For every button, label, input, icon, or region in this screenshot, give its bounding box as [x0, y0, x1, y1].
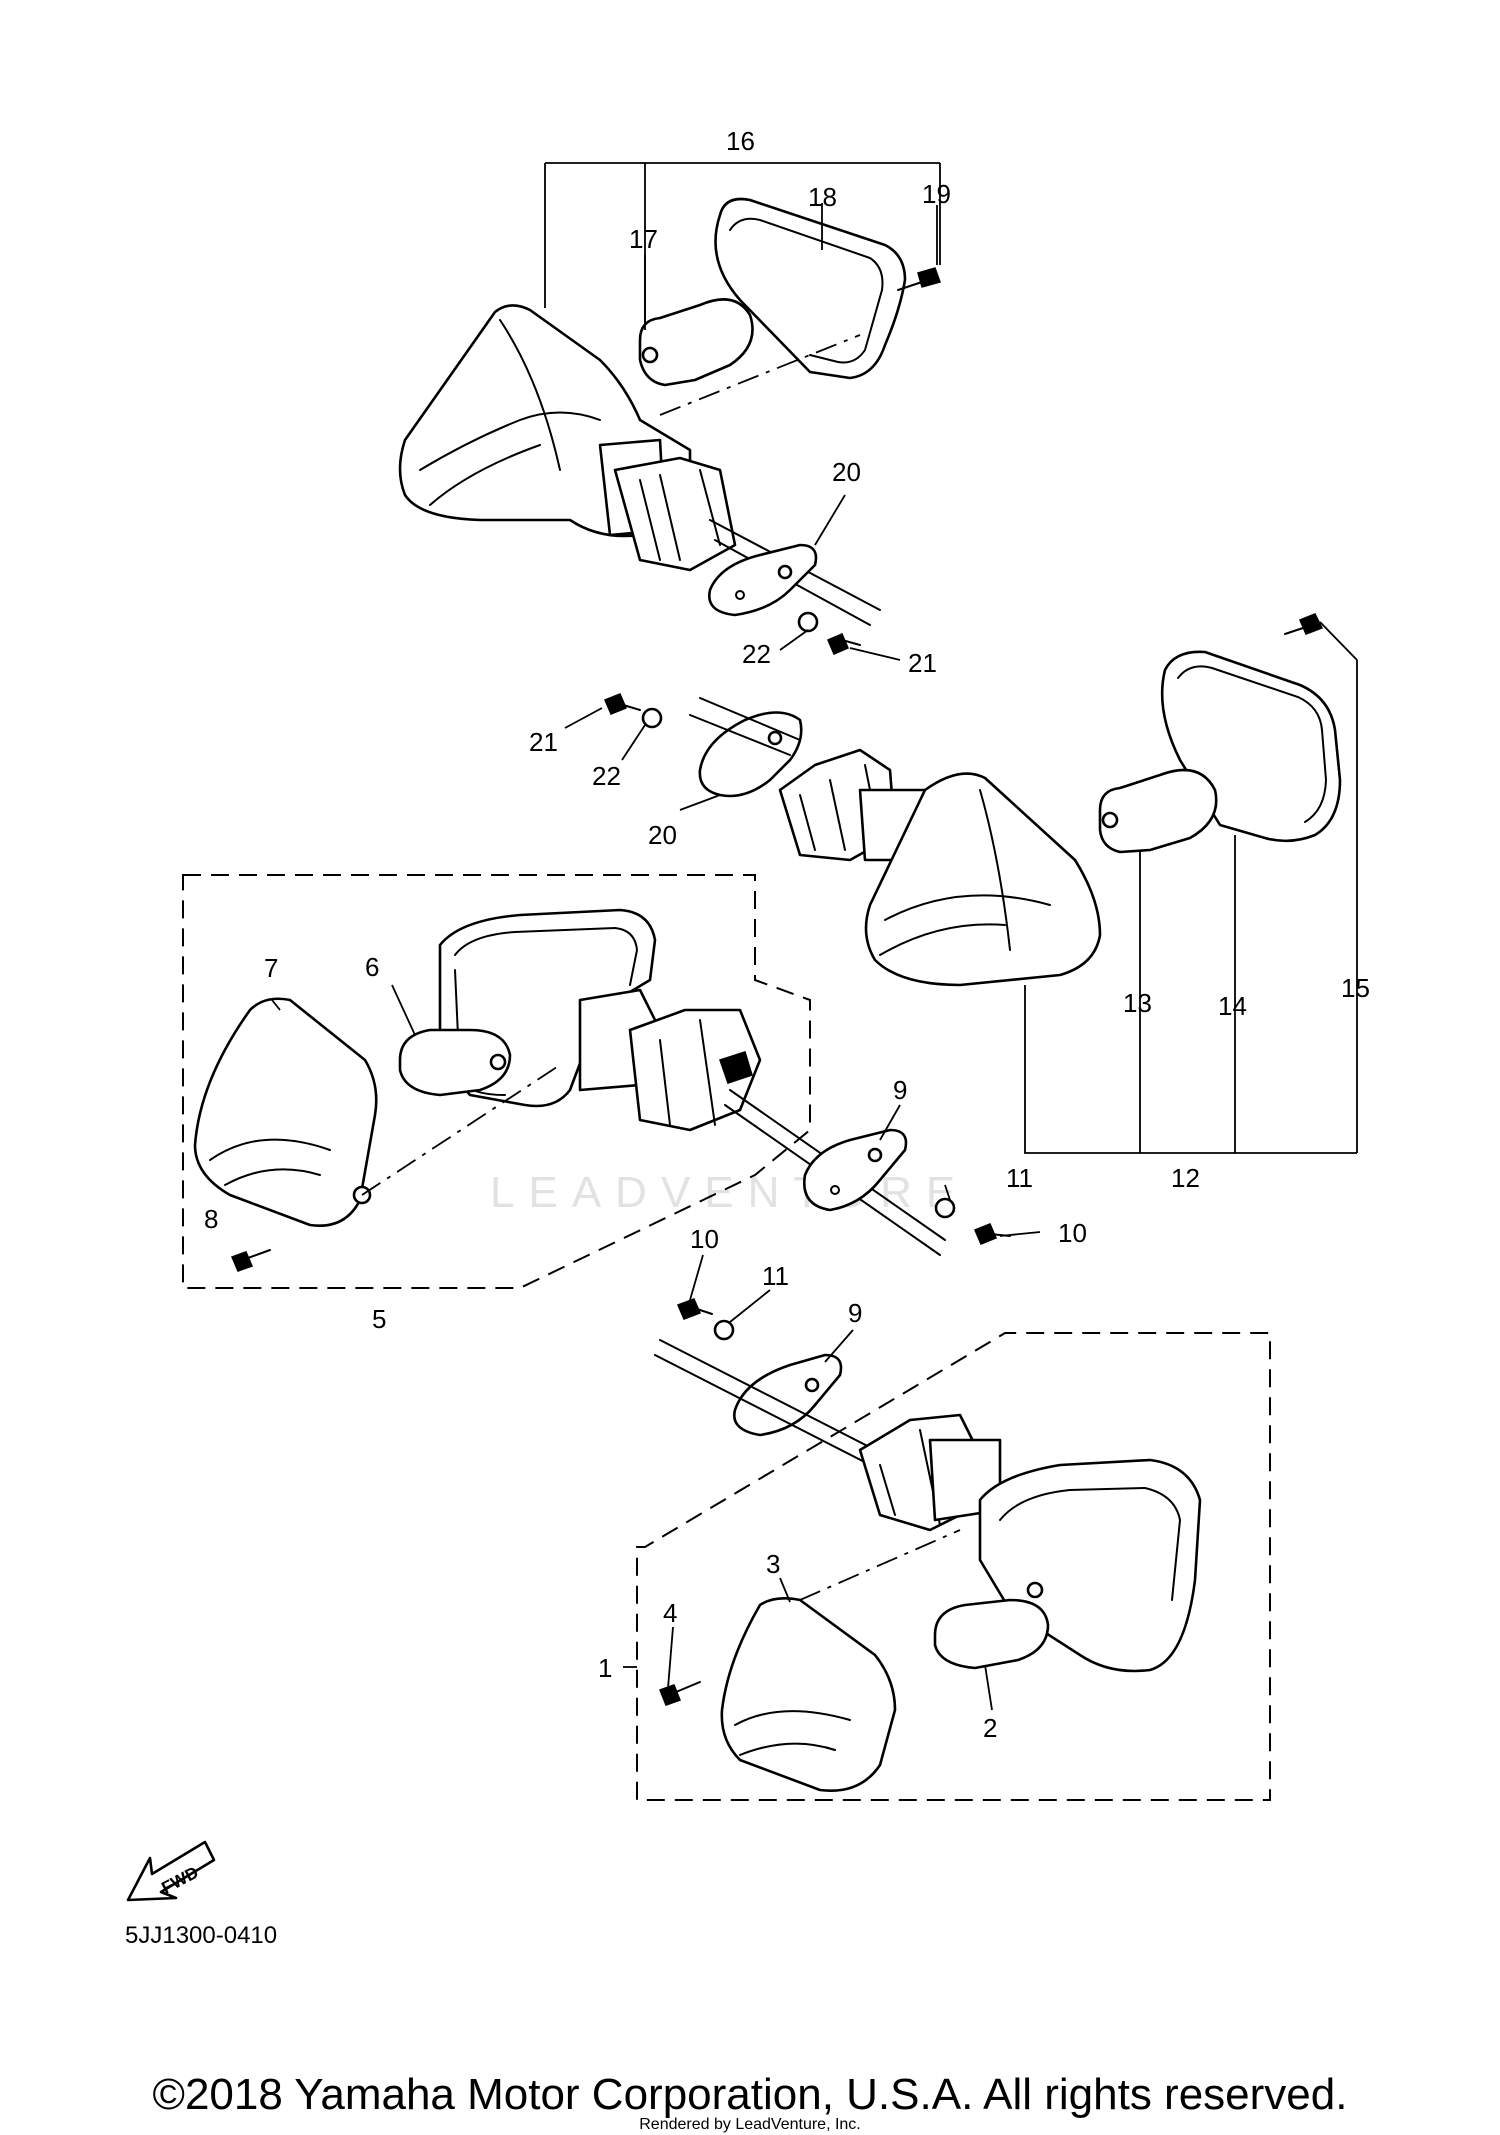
callout-numbers: 16 17 18 19 20 22 21 21 22 20 7 6 13 14 …: [204, 126, 1370, 1743]
callout-8: 8: [204, 1204, 218, 1234]
callout-22b: 22: [592, 761, 621, 791]
callout-18: 18: [808, 182, 837, 212]
callout-11b: 11: [762, 1261, 789, 1291]
callout-21a: 21: [908, 648, 937, 678]
callout-20a: 20: [832, 457, 861, 487]
fwd-arrow-icon: FWD: [126, 1840, 216, 1902]
callout-10b: 10: [690, 1224, 719, 1254]
callout-22a: 22: [742, 639, 771, 669]
callout-1: 1: [598, 1653, 612, 1683]
rear-right-flasher-assembly: [604, 613, 1358, 1154]
callout-7: 7: [264, 953, 278, 983]
render-credit: Rendered by LeadVenture, Inc.: [639, 2116, 861, 2133]
callout-9b: 9: [848, 1298, 862, 1328]
callout-6: 6: [365, 952, 379, 982]
callout-21b: 21: [529, 727, 558, 757]
callout-2: 2: [983, 1713, 997, 1743]
callout-15: 15: [1341, 973, 1370, 1003]
callout-3: 3: [766, 1549, 780, 1579]
callout-4: 4: [663, 1598, 677, 1628]
callout-17: 17: [629, 224, 658, 254]
callout-20b: 20: [648, 820, 677, 850]
callout-16: 16: [726, 126, 755, 156]
front-left-flasher-assembly: [182, 874, 1011, 1289]
callout-5: 5: [372, 1304, 386, 1334]
callout-9a: 9: [893, 1075, 907, 1105]
copyright-notice: ©2018 Yamaha Motor Corporation, U.S.A. A…: [152, 2070, 1348, 2119]
callout-13: 13: [1123, 988, 1152, 1018]
callout-12: 12: [1171, 1163, 1200, 1193]
callout-19: 19: [922, 179, 951, 209]
callout-leaders: [271, 203, 1041, 1711]
rear-left-flasher-assembly: [398, 162, 941, 655]
front-right-flasher-assembly: [623, 1298, 1271, 1801]
callout-10a: 10: [1058, 1218, 1087, 1248]
callout-14: 14: [1218, 991, 1247, 1021]
diagram-reference-code: 5JJ1300-0410: [125, 1922, 278, 1949]
callout-11a: 11: [1006, 1163, 1033, 1193]
